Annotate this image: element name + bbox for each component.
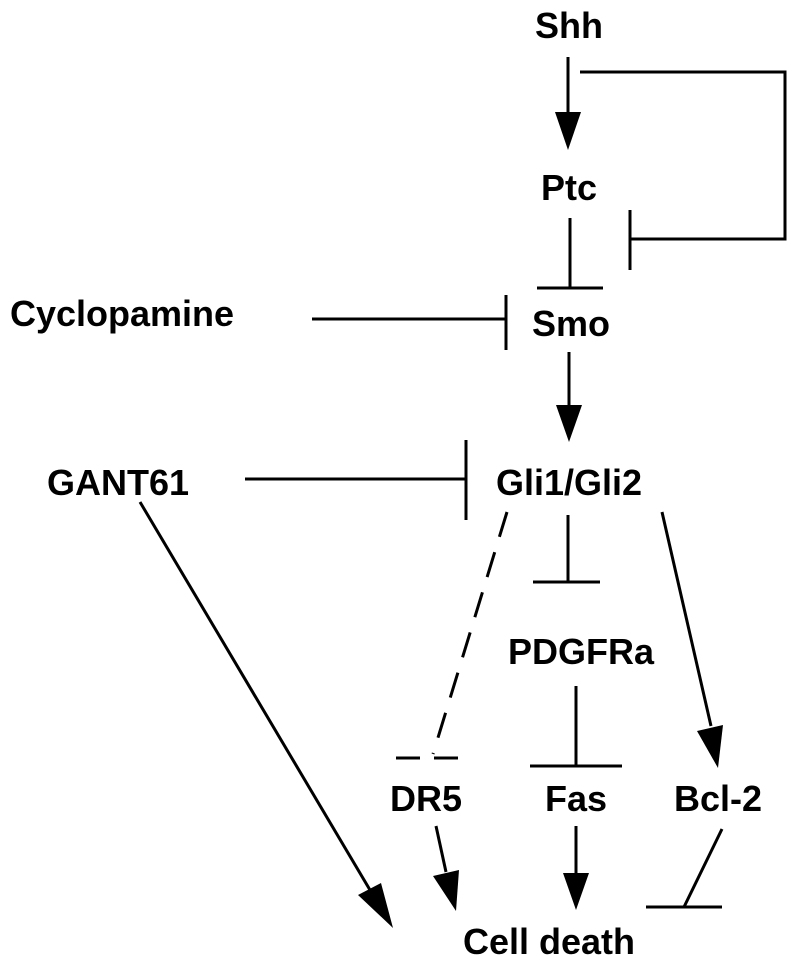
edge-smo-activates-gli [556,352,582,442]
arrowhead [433,870,459,911]
node-gant61: GANT61 [47,462,189,503]
edge-shh-inhibits-smo [580,70,787,270]
edge-gli-inhibits-pdgfra [533,515,600,584]
node-cell-death: Cell death [463,921,635,962]
arrowhead [556,405,582,442]
edge-fas-activates-cell-death [563,826,589,910]
node-ptc: Ptc [541,167,597,208]
node-fas: Fas [545,778,607,819]
edge-gli-activates-bcl-2 [660,511,723,768]
edge-gant61-inhibits-gli [245,440,468,520]
arrowhead [697,725,723,768]
arrowhead [358,883,393,928]
node-smo: Smo [532,303,610,344]
edge-ptc-inhibits-smo [537,218,603,290]
edge-dr5-activates-cell-death [433,825,459,911]
edge-gli-inhibits-dr5-dashed [396,511,509,760]
node-gli1-gli2: Gli1/Gli2 [496,462,642,503]
edge-gant61-activates-cell-death [138,501,393,928]
node-shh: Shh [535,5,603,46]
arrowhead [563,873,589,910]
arrowhead [555,112,581,150]
node-cyclopamine: Cyclopamine [10,293,234,334]
node-pdgfra: PDGFRa [508,631,655,672]
node-bcl-2: Bcl-2 [674,778,762,819]
edge-shh-activates-ptc [555,57,581,150]
edge-pdgfra-inhibits-fas [530,686,622,768]
edge-bcl-2-inhibits-cell-death [646,828,724,909]
edge-cyclopamine-inhibits-smo [312,295,508,350]
node-dr5: DR5 [390,778,462,819]
